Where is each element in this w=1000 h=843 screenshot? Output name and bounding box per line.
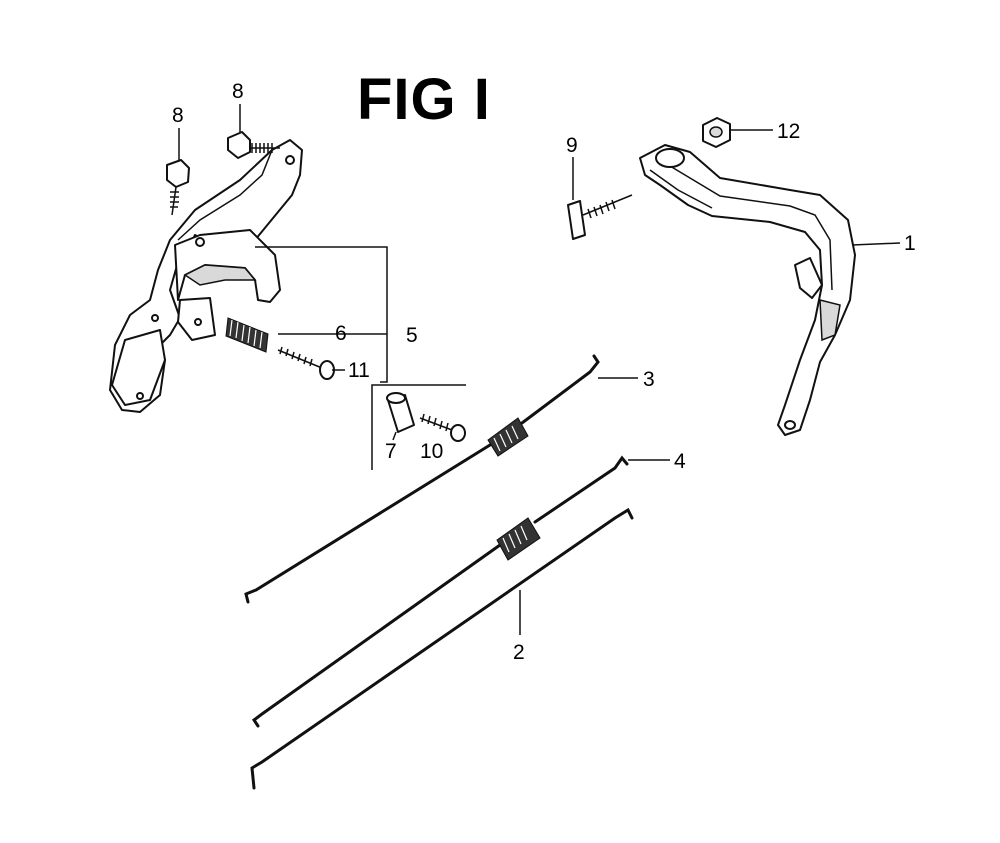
callout-5: 5 xyxy=(406,324,418,347)
callout-2: 2 xyxy=(513,641,525,664)
figure-title: FIG I xyxy=(357,67,491,132)
callout-11: 11 xyxy=(348,359,370,382)
callout-9: 9 xyxy=(566,134,578,157)
callouts: 8 8 9 12 1 6 5 11 3 7 10 4 2 xyxy=(172,80,916,664)
leader-lines xyxy=(178,104,901,635)
inset-frame xyxy=(371,384,466,470)
callout-6: 6 xyxy=(335,322,347,345)
callout-12: 12 xyxy=(777,120,800,143)
choke-rod-icon xyxy=(244,354,600,604)
callout-4: 4 xyxy=(674,450,686,473)
spring-icon xyxy=(225,317,269,353)
callout-3: 3 xyxy=(643,368,655,391)
screw-icon xyxy=(567,194,633,240)
callout-7: 7 xyxy=(385,440,397,463)
control-lever-icon xyxy=(639,144,856,436)
callout-bracket xyxy=(255,246,388,383)
bolt-icon xyxy=(166,159,190,216)
callout-8: 8 xyxy=(172,104,184,127)
base-plate-assembly-icon xyxy=(109,139,303,413)
governor-rod-icon xyxy=(250,507,634,790)
callout-8: 8 xyxy=(232,80,244,103)
collar-icon xyxy=(386,392,415,433)
screw-icon xyxy=(277,346,335,380)
bolt-icon xyxy=(227,131,280,159)
callout-1: 1 xyxy=(904,232,916,255)
nut-icon xyxy=(702,117,731,148)
throttle-rod-icon xyxy=(251,455,629,728)
callout-10: 10 xyxy=(420,440,443,463)
bolt-icon xyxy=(419,413,466,442)
